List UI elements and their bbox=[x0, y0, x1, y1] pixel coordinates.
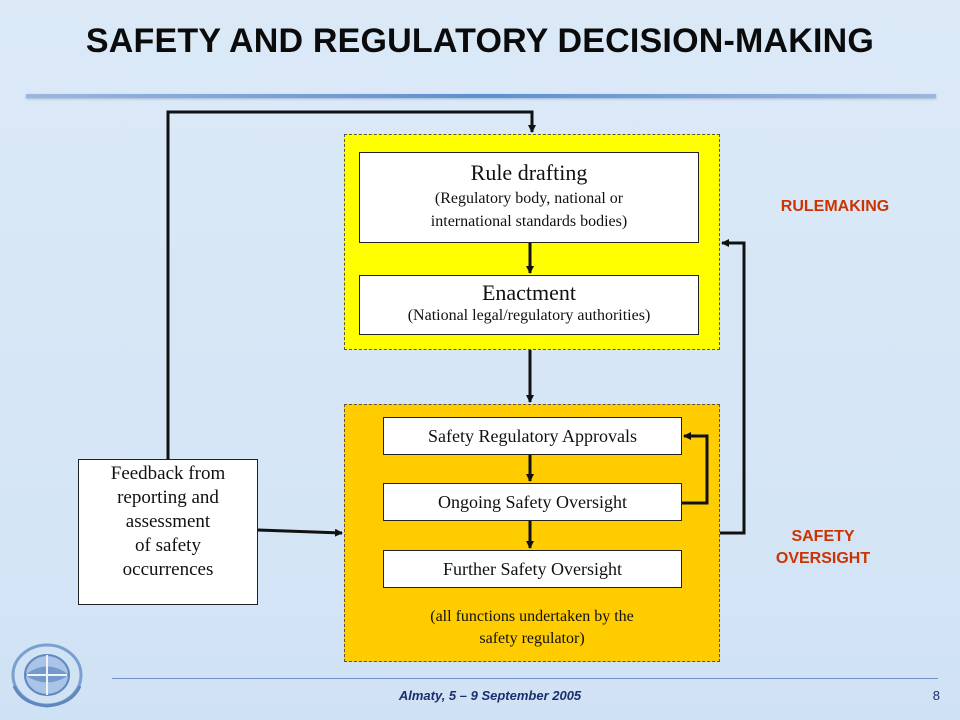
rulemaking-label: RULEMAKING bbox=[780, 198, 890, 215]
safety-oversight-label-line2: OVERSIGHT bbox=[775, 550, 871, 567]
safety-oversight-label-line1: SAFETY bbox=[791, 528, 855, 545]
enactment-title: Enactment bbox=[481, 280, 577, 305]
feedback-line: reporting and bbox=[117, 487, 219, 508]
rule-drafting-title: Rule drafting bbox=[470, 160, 588, 185]
feedback-line: assessment bbox=[125, 511, 211, 532]
footer-text: Almaty, 5 – 9 September 2005 bbox=[398, 688, 582, 703]
icao-emblem-icon bbox=[11, 643, 83, 708]
page-number: 8 bbox=[932, 688, 940, 703]
rule-drafting-subtitle-line2: international standards bodies) bbox=[430, 213, 628, 230]
feedback-to-oversight-arrow bbox=[257, 528, 343, 537]
feedback-line: occurrences bbox=[122, 559, 214, 580]
ongoing-safety-oversight-box: Ongoing Safety Oversight bbox=[383, 483, 682, 521]
rule-drafting-box: Rule drafting (Regulatory body, national… bbox=[359, 152, 699, 243]
feedback-line: Feedback from bbox=[110, 463, 226, 484]
title-divider bbox=[26, 94, 936, 98]
oversight-note-line1: (all functions undertaken by the bbox=[430, 608, 634, 625]
oversight-note: (all functions undertaken by the safety … bbox=[344, 606, 720, 650]
further-safety-oversight-box: Further Safety Oversight bbox=[383, 550, 682, 588]
ongoing-to-approvals-loop-arrow bbox=[682, 432, 709, 505]
oversight-to-rulemaking-arrow bbox=[720, 239, 746, 535]
safety-oversight-label: SAFETY OVERSIGHT bbox=[750, 526, 896, 570]
feedback-line: of safety bbox=[135, 535, 201, 556]
footer-divider bbox=[112, 678, 938, 679]
safety-regulatory-approvals-box: Safety Regulatory Approvals bbox=[383, 417, 682, 455]
feedback-box: Feedback from reporting and assessment o… bbox=[78, 459, 258, 605]
oversight-note-line2: safety regulator) bbox=[479, 630, 585, 647]
feedback-to-rulemaking-arrow bbox=[166, 110, 536, 459]
rule-drafting-subtitle-line1: (Regulatory body, national or bbox=[434, 190, 624, 207]
enactment-subtitle: (National legal/regulatory authorities) bbox=[407, 307, 651, 324]
page-title: SAFETY AND REGULATORY DECISION-MAKING bbox=[85, 22, 875, 60]
enactment-box: Enactment (National legal/regulatory aut… bbox=[359, 275, 699, 335]
